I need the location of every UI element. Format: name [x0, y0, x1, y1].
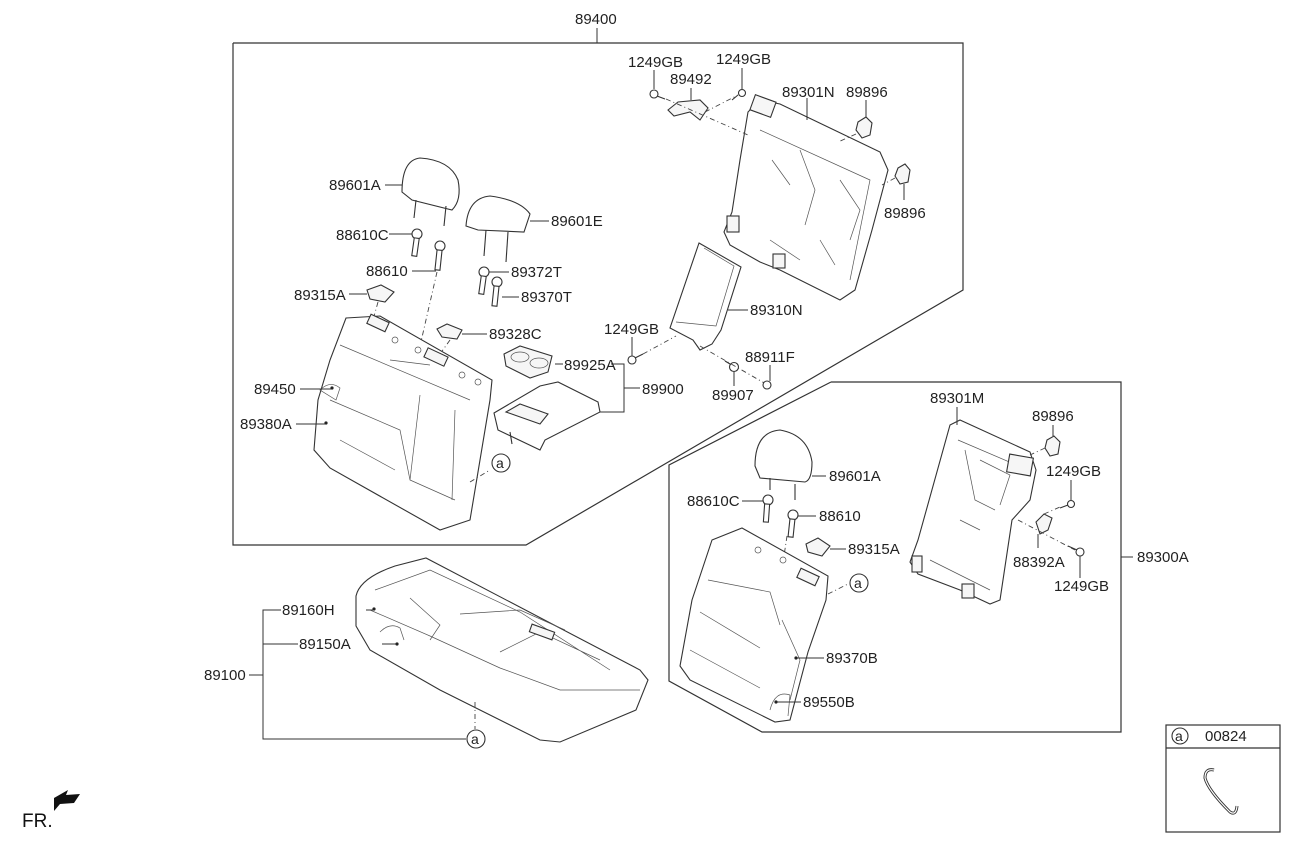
svg-text:a: a: [471, 731, 479, 747]
guide-89372T[interactable]: [478, 266, 490, 295]
trim-panel-89310N[interactable]: [669, 242, 742, 351]
label-1249GB[interactable]: 1249GB: [604, 321, 659, 338]
seatback-cover-89380A[interactable]: [313, 313, 493, 531]
latch-cover-89896-b[interactable]: [894, 163, 911, 185]
headrest-89601A-right[interactable]: [754, 429, 813, 500]
screw-1249GB-right-top[interactable]: [1059, 499, 1076, 509]
label-1249GB[interactable]: 1249GB: [1046, 463, 1101, 480]
svg-text:a: a: [854, 575, 862, 591]
front-direction-indicator: FR.: [22, 790, 80, 832]
label-89370B[interactable]: 89370B: [826, 650, 878, 667]
guide-88610-right[interactable]: [787, 509, 799, 538]
bezel-89315A-left[interactable]: [366, 284, 395, 303]
hinge-88392A[interactable]: [1035, 513, 1053, 535]
label-1249GB[interactable]: 1249GB: [1054, 578, 1109, 595]
screw-1249GB-right-bottom[interactable]: [1067, 545, 1085, 557]
label-89100[interactable]: 89100: [204, 667, 246, 684]
ref-marker-a-2: a: [849, 573, 869, 593]
label-89400[interactable]: 89400: [575, 11, 617, 28]
cup-holder-89925A[interactable]: [503, 345, 553, 379]
label-89601E[interactable]: 89601E: [551, 213, 603, 230]
label-89601A[interactable]: 89601A: [329, 177, 381, 194]
legend-box: a 00824: [1165, 724, 1281, 833]
guide-89370T[interactable]: [491, 276, 503, 307]
label-88610C[interactable]: 88610C: [336, 227, 389, 244]
guide-88610C-right[interactable]: [762, 494, 774, 523]
seatback-frame-89301N[interactable]: [723, 94, 889, 301]
latch-cover-89896-a[interactable]: [855, 116, 873, 139]
label-88392A[interactable]: 88392A: [1013, 554, 1065, 571]
label-89925A[interactable]: 89925A: [564, 357, 616, 374]
label-89896[interactable]: 89896: [1032, 408, 1074, 425]
label-89370T[interactable]: 89370T: [521, 289, 572, 306]
bolt-89907[interactable]: [724, 360, 740, 373]
label-89328C[interactable]: 89328C: [489, 326, 542, 343]
screw-1249GB-top-right[interactable]: [731, 88, 747, 101]
armrest-89900[interactable]: [493, 381, 601, 451]
seatback-cover-89370B[interactable]: [679, 527, 829, 723]
label-89601A[interactable]: 89601A: [829, 468, 881, 485]
assembly-frame-89300A: [668, 381, 1133, 733]
svg-text:a: a: [496, 455, 504, 471]
label-89896[interactable]: 89896: [884, 205, 926, 222]
label-89315A[interactable]: 89315A: [848, 541, 900, 558]
cap-88911F[interactable]: [762, 380, 772, 390]
label-89550B[interactable]: 89550B: [803, 694, 855, 711]
label-89907[interactable]: 89907: [712, 387, 754, 404]
legend-ref-marker: a: [1175, 728, 1183, 744]
label-89900[interactable]: 89900: [642, 381, 684, 398]
guide-88610-left[interactable]: [434, 240, 446, 271]
label-89315A[interactable]: 89315A: [294, 287, 346, 304]
bezel-89328C[interactable]: [436, 323, 463, 340]
legend-part-number[interactable]: 00824: [1205, 728, 1247, 745]
label-89896[interactable]: 89896: [846, 84, 888, 101]
label-89310N[interactable]: 89310N: [750, 302, 803, 319]
ref-marker-a-3: a: [466, 729, 486, 749]
bracket-89492[interactable]: [667, 99, 709, 121]
label-89492[interactable]: 89492: [670, 71, 712, 88]
screw-1249GB-mid[interactable]: [627, 353, 644, 365]
label-88610[interactable]: 88610: [366, 263, 408, 280]
seatback-frame-89301M[interactable]: [909, 419, 1037, 605]
part-labels: 1249GB 89492 1249GB 89301N 89896 89896 8…: [204, 51, 1109, 711]
label-88610C[interactable]: 88610C: [687, 493, 740, 510]
label-88610[interactable]: 88610: [819, 508, 861, 525]
label-1249GB[interactable]: 1249GB: [628, 54, 683, 71]
guide-88610C-left[interactable]: [411, 228, 423, 257]
assembly-frame-89400: [232, 28, 964, 546]
label-88911F[interactable]: 88911F: [745, 349, 795, 366]
latch-cover-89896-c[interactable]: [1044, 435, 1061, 457]
front-arrow-icon: [54, 790, 80, 811]
headrest-89601A-left[interactable]: [401, 157, 460, 227]
label-89372T[interactable]: 89372T: [511, 264, 562, 281]
ref-marker-a-1: a: [491, 453, 511, 473]
hook-clip-icon: [1203, 768, 1239, 815]
label-89300A[interactable]: 89300A: [1137, 549, 1189, 566]
headrest-89601E[interactable]: [465, 195, 531, 263]
front-label: FR.: [22, 811, 53, 832]
label-89450[interactable]: 89450: [254, 381, 296, 398]
screw-1249GB-top-left[interactable]: [649, 89, 666, 100]
label-1249GB[interactable]: 1249GB: [716, 51, 771, 68]
label-89380A[interactable]: 89380A: [240, 416, 292, 433]
label-89301N[interactable]: 89301N: [782, 84, 835, 101]
seat-cushion-89150A[interactable]: [355, 557, 649, 743]
label-89150A[interactable]: 89150A: [299, 636, 351, 653]
label-89160H[interactable]: 89160H: [282, 602, 335, 619]
bezel-89315A-right[interactable]: [805, 537, 831, 557]
label-89301M[interactable]: 89301M: [930, 390, 984, 407]
